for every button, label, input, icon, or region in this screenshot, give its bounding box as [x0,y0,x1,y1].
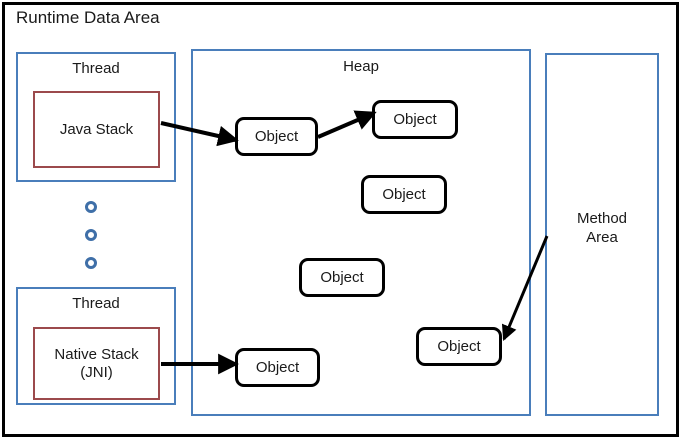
thread-label-1: Thread [72,60,120,77]
method-area-label: Method Area [545,210,659,248]
method-area-box [545,53,659,416]
heap-object-1: Object [235,117,318,156]
heap-label: Heap [343,58,379,75]
heap-object-label-1: Object [254,128,299,145]
thread-label-2: Thread [72,295,120,312]
heap-object-label-5: Object [437,338,481,355]
heap-object-3: Object [361,175,447,214]
native-stack-box: Native Stack (JNI) [33,327,160,400]
heap-object-label-6: Object [255,359,300,376]
thread-ellipsis-circle-2 [85,229,97,241]
thread-ellipsis-circle-1 [85,201,97,213]
java-stack-label: Java Stack [59,120,134,138]
heap-object-2: Object [372,100,458,139]
heap-object-label-3: Object [382,186,426,203]
native-stack-label-line2: (JNI) [80,363,113,381]
java-stack-box: Java Stack [33,91,160,168]
native-stack-label-line1: Native Stack [54,345,139,363]
heap-object-5: Object [416,327,502,366]
method-area-label-line2: Area [586,228,618,246]
heap-object-label-2: Object [393,111,437,128]
heap-object-6: Object [235,348,320,387]
heap-object-label-4: Object [320,269,364,286]
figure-title: Runtime Data Area [16,8,160,27]
heap-object-4: Object [299,258,385,297]
method-area-label-line1: Method [576,210,628,227]
thread-ellipsis-circle-3 [85,257,97,269]
